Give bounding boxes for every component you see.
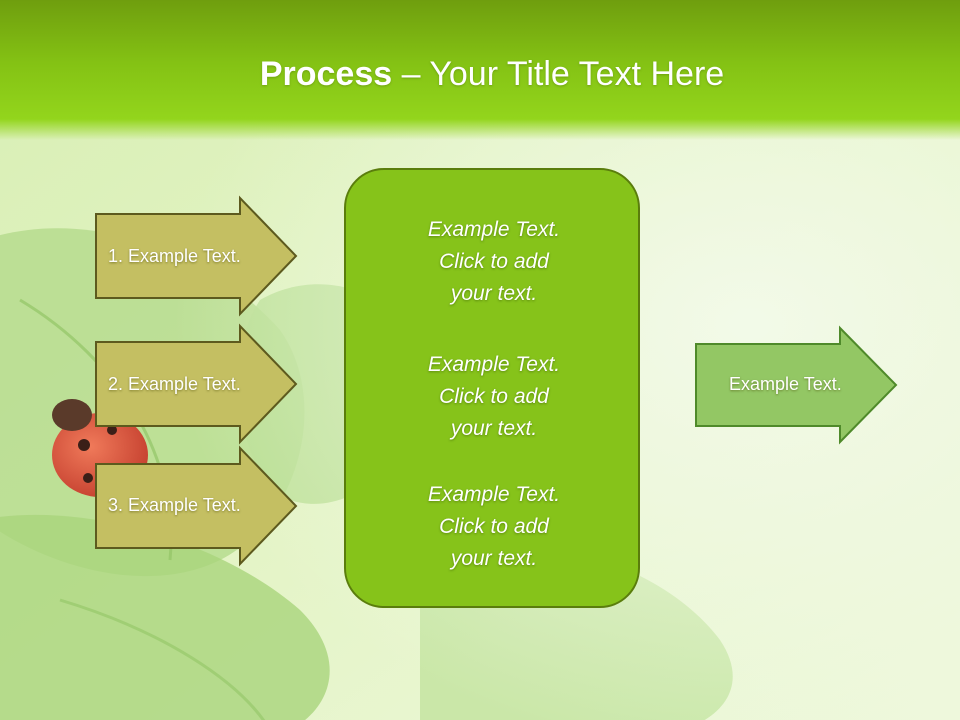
center-text-line: Example Text. bbox=[427, 218, 561, 241]
right-arrow bbox=[695, 325, 898, 445]
center-text-line: Click to add bbox=[439, 250, 549, 273]
title-rest-text: – Your Title Text Here bbox=[392, 55, 725, 93]
left-arrow-1-label: 1. Example Text. bbox=[108, 246, 241, 266]
left-arrow-3-label: 3. Example Text. bbox=[108, 495, 241, 515]
center-text-line: your text. bbox=[450, 547, 538, 570]
left-arrow-2 bbox=[95, 323, 298, 445]
center-text-block-2: Example Text. Click to add your text. bbox=[346, 349, 642, 445]
center-text-line: your text. bbox=[450, 282, 538, 305]
left-arrow-2-label: 2. Example Text. bbox=[108, 374, 241, 394]
title-band bbox=[0, 0, 960, 140]
center-text-line: your text. bbox=[450, 417, 538, 440]
center-text-line: Click to add bbox=[439, 515, 549, 538]
center-text-line: Example Text. bbox=[427, 353, 561, 376]
left-arrow-3 bbox=[95, 445, 298, 567]
center-text-block-3: Example Text. Click to add your text. bbox=[346, 479, 642, 575]
left-arrow-1 bbox=[95, 195, 298, 317]
title-bold-text: Process bbox=[259, 55, 393, 93]
slide-title: Process – Your Title Text Here bbox=[0, 52, 960, 96]
center-text-block-1: Example Text. Click to add your text. bbox=[346, 214, 642, 310]
center-text-line: Click to add bbox=[439, 385, 549, 408]
center-text-line: Example Text. bbox=[427, 483, 561, 506]
right-arrow-label: Example Text. bbox=[729, 374, 842, 394]
center-process-box: Example Text. Click to add your text. Ex… bbox=[344, 168, 640, 608]
